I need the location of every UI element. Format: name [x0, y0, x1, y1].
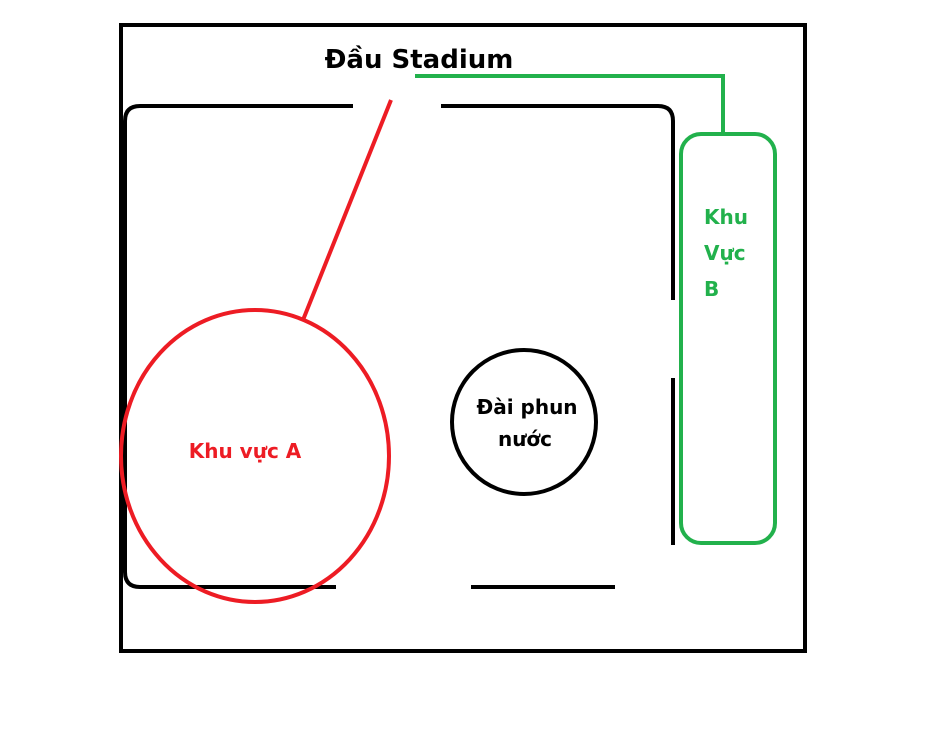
fountain-label-line2: nước [498, 427, 552, 451]
zone-b-connector [415, 74, 725, 133]
zone-b-label-line2: Vực [704, 241, 746, 265]
zone-a-label: Khu vực A [189, 439, 302, 463]
fountain-label-line1: Đài phun [476, 395, 577, 419]
inner-wall-left [123, 104, 353, 589]
fountain-area [450, 348, 598, 496]
zone-b-area [679, 132, 777, 545]
zone-a-connector [301, 99, 393, 321]
outer-boundary [119, 23, 807, 653]
stadium-title: Đầu Stadium [325, 44, 514, 75]
inner-wall-top-right [441, 104, 675, 300]
zone-a-area [119, 308, 391, 604]
inner-walls [123, 104, 675, 589]
zone-b-label-line1: Khu [704, 205, 748, 229]
zone-b-label-line3: B [704, 277, 719, 301]
